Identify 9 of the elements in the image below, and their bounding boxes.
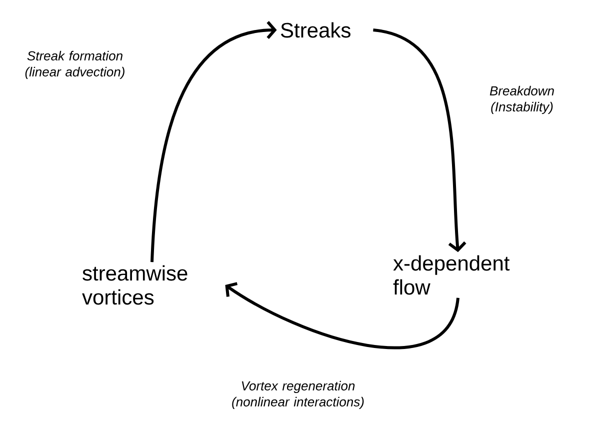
edge-label: Breakdown (Instability) bbox=[490, 86, 554, 114]
edge-label: Streak formation (linear advection) bbox=[25, 50, 124, 80]
node-text: x-dependent flow bbox=[393, 255, 510, 295]
node-text: Streaks bbox=[280, 22, 350, 38]
edge-label: Vortex regeneration (nonlinear interactions) bbox=[232, 380, 364, 410]
arrow bbox=[372, 28, 466, 252]
node-text: streamwise vortices bbox=[82, 265, 188, 305]
arrow bbox=[225, 282, 460, 350]
arrow bbox=[150, 21, 277, 262]
